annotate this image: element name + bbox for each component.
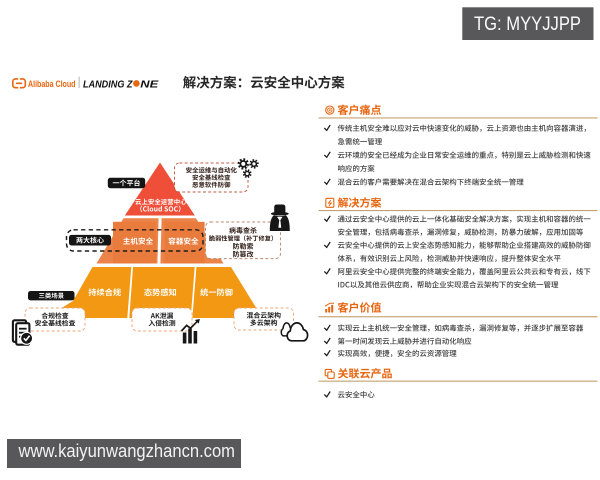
svg-text:www.kaiyunwangzhancn.com: www.kaiyunwangzhancn.com (18, 441, 235, 461)
svg-text:LANDING Z: LANDING Z (83, 79, 133, 90)
svg-text:NE: NE (140, 79, 159, 90)
svg-text:Alibaba Cloud: Alibaba Cloud (28, 79, 76, 89)
svg-text:TG: MYYJJPP: TG: MYYJJPP (474, 14, 581, 35)
